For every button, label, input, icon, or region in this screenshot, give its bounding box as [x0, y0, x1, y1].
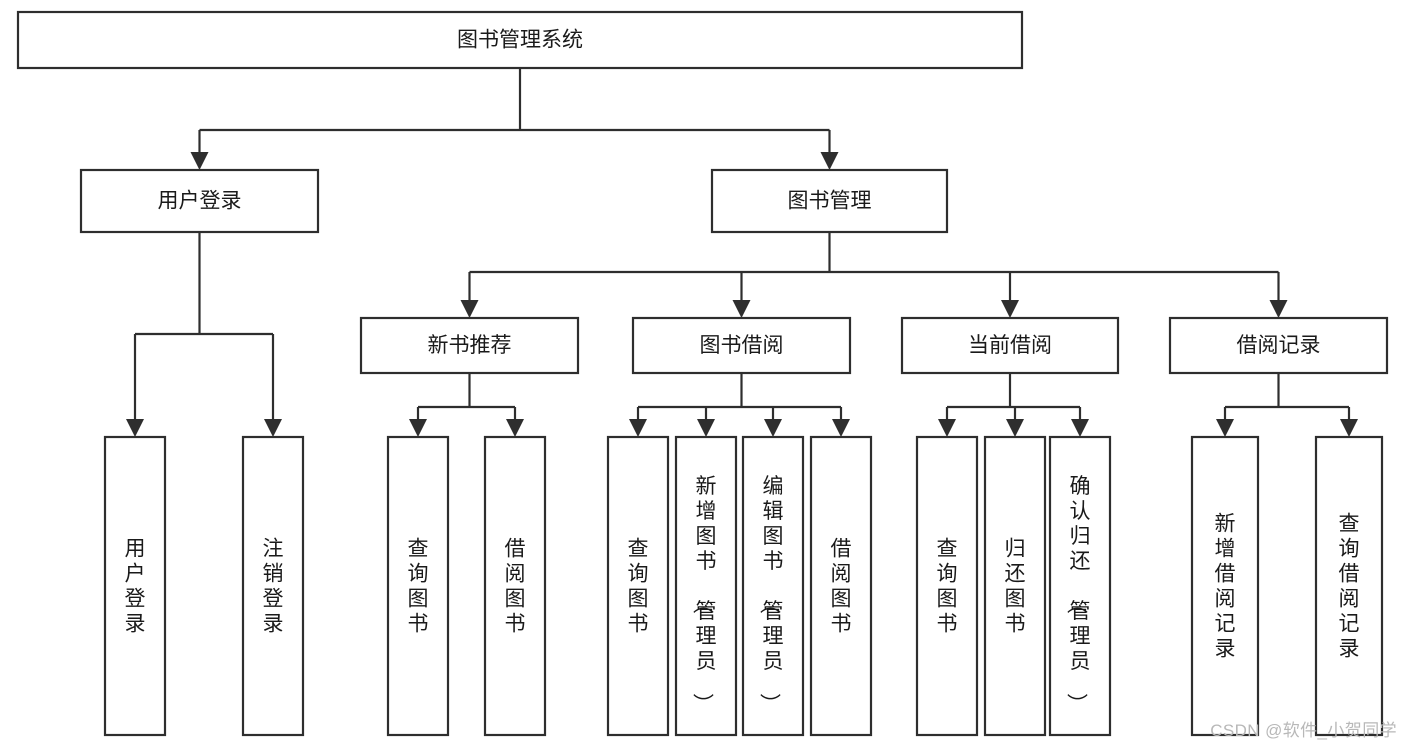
arrow-head-icon	[1340, 419, 1358, 437]
node-leaf-query-book-rec[interactable]: 查询图书	[386, 435, 450, 737]
node-box[interactable]	[631, 316, 852, 375]
node-box[interactable]	[983, 435, 1047, 737]
node-label: 借阅记录	[1237, 334, 1321, 357]
node-leaf-return-book[interactable]: 归还图书	[983, 435, 1047, 737]
arrow-head-icon	[126, 419, 144, 437]
arrow-head-icon	[409, 419, 427, 437]
arrow-head-icon	[732, 300, 751, 318]
node-box[interactable]	[710, 168, 949, 234]
arrow-head-icon	[832, 419, 850, 437]
node-leaf-add-record[interactable]: 新增借阅记录	[1190, 435, 1260, 737]
node-box[interactable]	[241, 435, 305, 737]
node-box[interactable]	[359, 316, 580, 375]
arrow-head-icon	[460, 300, 479, 318]
node-leaf-confirm-return[interactable]: 确认归还（管理员）	[1048, 435, 1112, 737]
node-label: 编辑图书（管理员）	[758, 475, 784, 714]
arrow-head-icon	[1006, 419, 1024, 437]
node-box[interactable]	[1314, 435, 1384, 737]
node-box[interactable]	[741, 435, 805, 737]
node-label: 借阅图书	[505, 538, 526, 636]
node-label: 确认归还（管理员）	[1065, 475, 1091, 714]
node-box[interactable]	[16, 10, 1024, 70]
node-borrow-record[interactable]: 借阅记录	[1168, 316, 1389, 375]
arrow-head-icon	[506, 419, 524, 437]
node-label: 用户登录	[158, 190, 242, 213]
node-leaf-borrow-book-rec[interactable]: 借阅图书	[483, 435, 547, 737]
arrow-head-icon	[938, 419, 956, 437]
node-label: 查询借阅记录	[1339, 513, 1360, 661]
node-leaf-borrow-book[interactable]: 借阅图书	[809, 435, 873, 737]
node-label: 借阅图书	[831, 538, 852, 636]
arrow-head-icon	[764, 419, 782, 437]
node-root-book-management-system[interactable]: 图书管理系统	[16, 10, 1024, 70]
node-box[interactable]	[103, 435, 167, 737]
node-box[interactable]	[1190, 435, 1260, 737]
node-leaf-user-login[interactable]: 用户登录	[103, 435, 167, 737]
node-label: 新增借阅记录	[1215, 513, 1236, 661]
arrow-head-icon	[697, 419, 715, 437]
node-label: 当前借阅	[968, 334, 1052, 357]
nodes-layer: 图书管理系统用户登录图书管理新书推荐图书借阅当前借阅借阅记录用户登录注销登录查询…	[16, 10, 1389, 737]
node-box[interactable]	[674, 435, 738, 737]
node-box[interactable]	[79, 168, 320, 234]
node-label: 查询图书	[408, 538, 429, 636]
arrow-head-icon	[1001, 300, 1019, 318]
node-leaf-logout[interactable]: 注销登录	[241, 435, 305, 737]
edges-layer	[126, 68, 1358, 437]
node-user-login[interactable]: 用户登录	[79, 168, 320, 234]
node-leaf-query-book-borrow[interactable]: 查询图书	[606, 435, 670, 737]
arrow-head-icon	[820, 152, 839, 170]
arrow-head-icon	[264, 419, 282, 437]
arrow-head-icon	[629, 419, 647, 437]
node-label: 图书管理系统	[457, 29, 583, 52]
node-label: 新增图书（管理员）	[691, 475, 717, 714]
node-label: 查询图书	[937, 538, 958, 636]
arrow-head-icon	[1269, 300, 1288, 318]
node-leaf-query-record[interactable]: 查询借阅记录	[1314, 435, 1384, 737]
arrow-head-icon	[1216, 419, 1234, 437]
node-box[interactable]	[606, 435, 670, 737]
node-current-borrow[interactable]: 当前借阅	[900, 316, 1120, 375]
node-label: 用户登录	[125, 538, 146, 636]
node-label: 查询图书	[628, 538, 649, 636]
arrow-head-icon	[1071, 419, 1089, 437]
node-book-manage[interactable]: 图书管理	[710, 168, 949, 234]
node-new-book-recommend[interactable]: 新书推荐	[359, 316, 580, 375]
node-label: 图书管理	[788, 190, 872, 213]
node-box[interactable]	[1048, 435, 1112, 737]
node-box[interactable]	[809, 435, 873, 737]
node-box[interactable]	[900, 316, 1120, 375]
arrow-head-icon	[190, 152, 209, 170]
node-leaf-query-book-cur[interactable]: 查询图书	[915, 435, 979, 737]
node-label: 新书推荐	[428, 334, 512, 357]
node-box[interactable]	[1168, 316, 1389, 375]
node-label: 归还图书	[1005, 538, 1026, 636]
node-label: 注销登录	[263, 538, 284, 636]
node-box[interactable]	[915, 435, 979, 737]
node-book-borrow[interactable]: 图书借阅	[631, 316, 852, 375]
node-leaf-add-book[interactable]: 新增图书（管理员）	[674, 435, 738, 737]
node-leaf-edit-book[interactable]: 编辑图书（管理员）	[741, 435, 805, 737]
node-box[interactable]	[483, 435, 547, 737]
node-box[interactable]	[386, 435, 450, 737]
node-label: 图书借阅	[700, 334, 784, 357]
